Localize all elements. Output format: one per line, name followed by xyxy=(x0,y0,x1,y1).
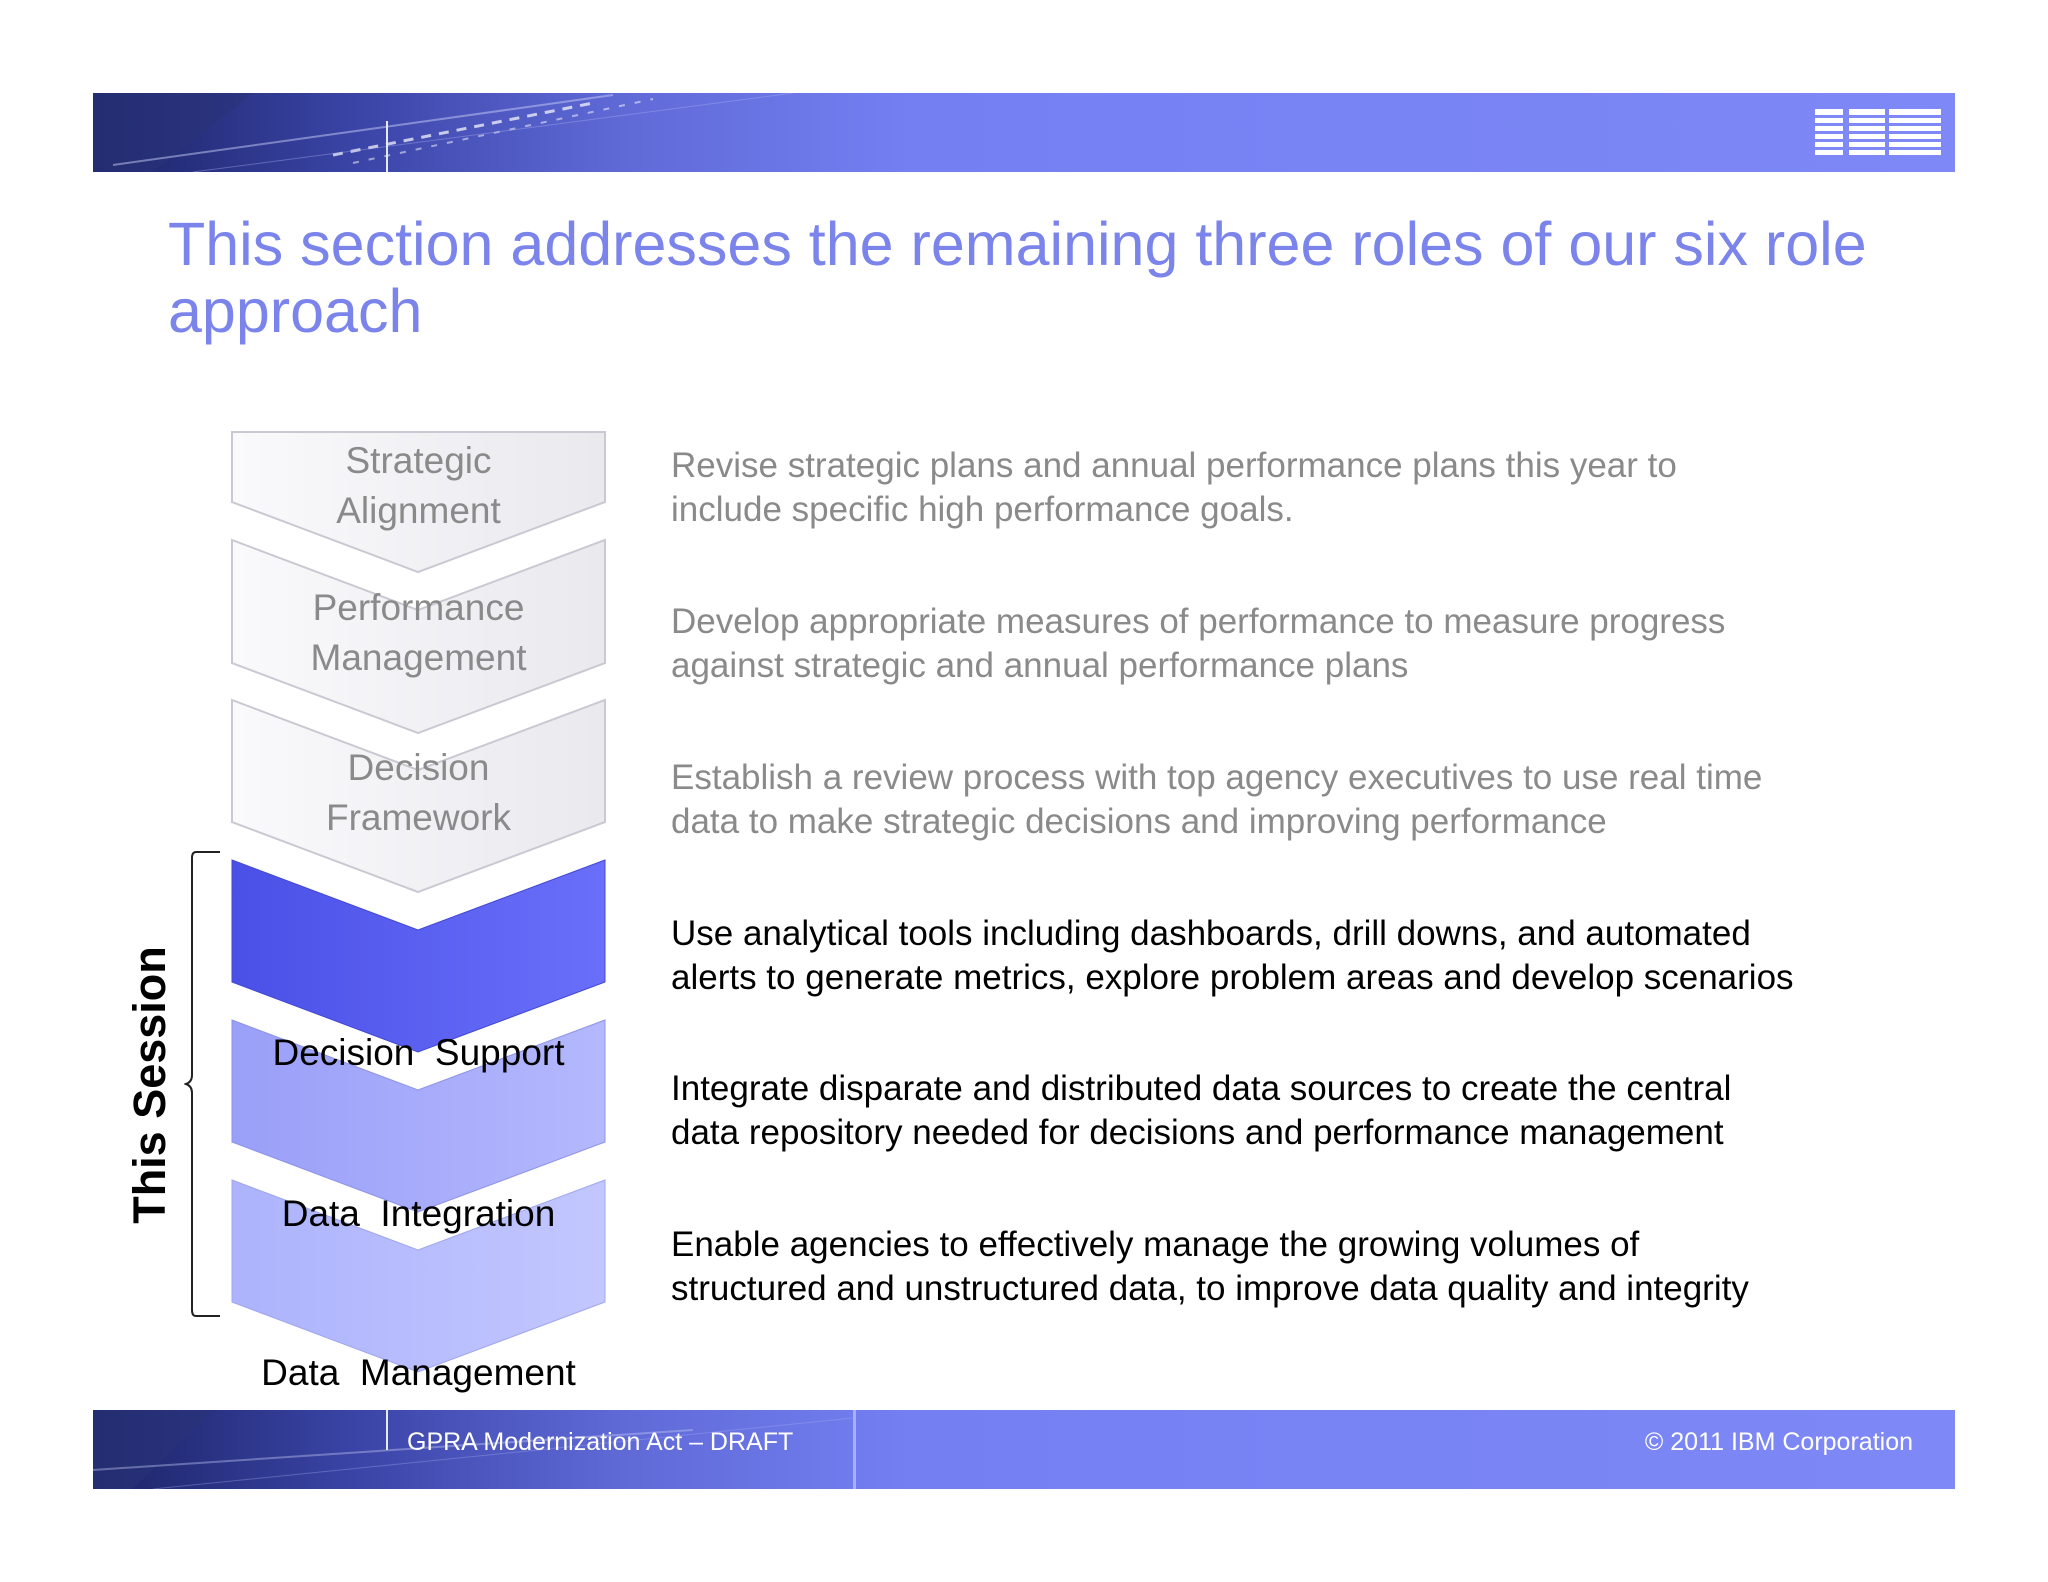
role-chevron-stack xyxy=(231,431,606,1373)
chevron-data-integration xyxy=(231,1019,606,1213)
footer-document-title: GPRA Modernization Act – DRAFT xyxy=(407,1428,794,1456)
role-description-data-management: Enable agencies to effectively manage th… xyxy=(671,1225,1749,1308)
footer-copyright: © 2011 IBM Corporation xyxy=(1644,1428,1913,1456)
footer-banner-decoration xyxy=(93,1410,856,1489)
header-separator xyxy=(386,121,388,172)
header-banner xyxy=(93,93,1955,172)
chevron-data-management xyxy=(231,1179,606,1373)
role-description-performance-management: Develop appropriate measures of performa… xyxy=(671,602,1726,685)
session-bracket xyxy=(184,851,220,1317)
chevron-decision-support xyxy=(231,859,606,1053)
slide-title: This section addresses the remaining thr… xyxy=(168,210,1867,345)
banner-decoration xyxy=(93,93,794,172)
role-description-data-integration: Integrate disparate and distributed data… xyxy=(671,1069,1732,1152)
chevron-performance-management xyxy=(231,538,606,735)
ibm-logo xyxy=(1815,109,1941,155)
role-description-decision-framework: Establish a review process with top agen… xyxy=(671,758,1763,841)
footer-separator xyxy=(386,1410,388,1450)
role-label-performance-management: Performance Management xyxy=(310,587,527,678)
chevron-decision-framework xyxy=(231,698,606,894)
footer-banner xyxy=(93,1410,1955,1489)
chevron-strategic-alignment xyxy=(231,431,606,574)
role-description-decision-support: Use analytical tools including dashboard… xyxy=(671,914,1794,997)
role-label-decision-support: Decision Support xyxy=(272,1032,565,1073)
role-label-strategic-alignment: Strategic Alignment xyxy=(336,440,501,531)
session-label: This Session xyxy=(124,946,175,1224)
role-label-data-integration: Data Integration xyxy=(281,1193,556,1234)
role-label-data-management: Data Management xyxy=(261,1352,576,1393)
role-description-strategic-alignment: Revise strategic plans and annual perfor… xyxy=(671,446,1677,529)
role-label-decision-framework: Decision Framework xyxy=(325,747,512,838)
